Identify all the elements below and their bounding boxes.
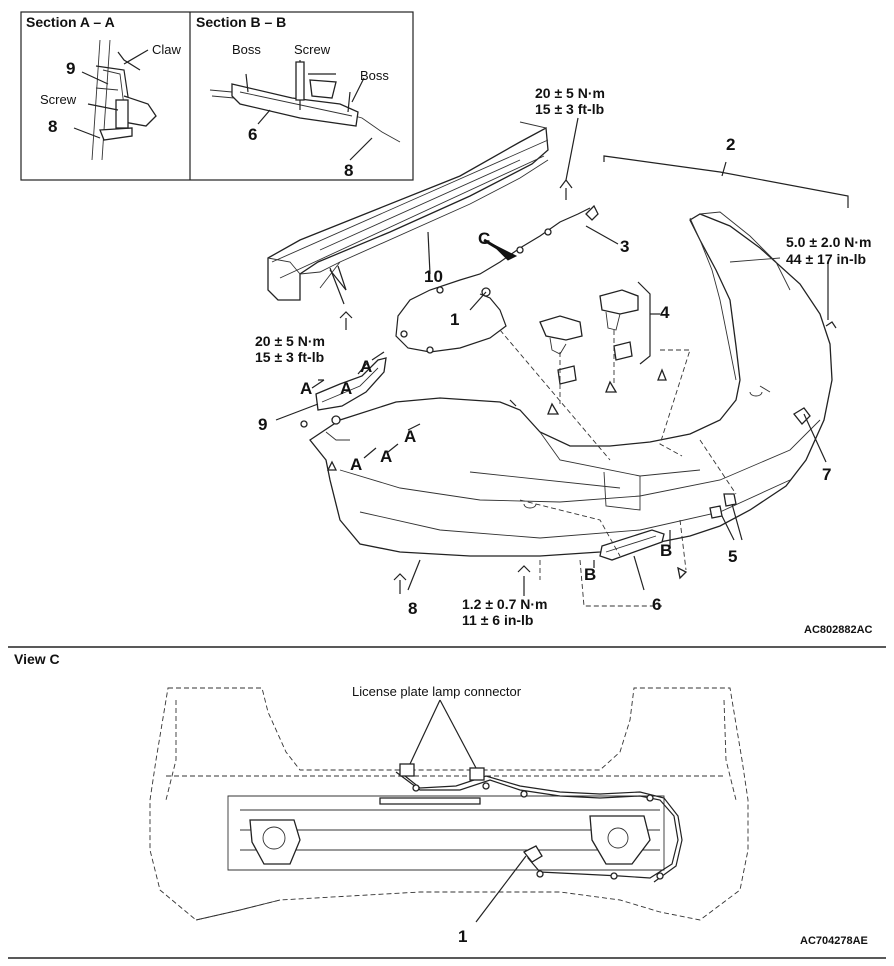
marker-a-3: A bbox=[360, 357, 372, 376]
callout-9: 9 bbox=[258, 415, 267, 434]
callout-8: 8 bbox=[408, 599, 417, 618]
inset-frame bbox=[20, 11, 414, 181]
callout-1: 1 bbox=[450, 310, 459, 329]
side-clip bbox=[793, 407, 827, 463]
section-b-callout-6: 6 bbox=[248, 125, 257, 144]
torque-1-imperial: 15 ± 3 ft-lb bbox=[535, 101, 604, 117]
license-plate-lamp-connector-label: License plate lamp connector bbox=[352, 684, 522, 699]
marker-b-2: B bbox=[660, 541, 672, 560]
figure-code-bottom: AC704278AE bbox=[800, 935, 868, 947]
torque-2-metric: 5.0 ± 2.0 N·m bbox=[786, 234, 872, 250]
section-inset bbox=[20, 11, 414, 181]
torque-1-metric: 20 ± 5 N·m bbox=[535, 85, 605, 101]
bumper-reinforcement bbox=[267, 121, 549, 305]
view-c-bumper bbox=[149, 687, 749, 921]
marker-b-1: B bbox=[584, 565, 596, 584]
section-b-boss-right: Boss bbox=[360, 68, 389, 83]
claw-label: Claw bbox=[152, 42, 182, 57]
torque-4-metric: 1.2 ± 0.7 N·m bbox=[462, 596, 548, 612]
side-bracket bbox=[275, 357, 387, 441]
callout-6: 6 bbox=[652, 595, 661, 614]
section-a-callout-8: 8 bbox=[48, 117, 57, 136]
section-b-callout-8: 8 bbox=[344, 161, 353, 180]
torque-4-imperial: 11 ± 6 in-lb bbox=[462, 612, 533, 628]
view-c-title: View C bbox=[14, 651, 60, 667]
callout-4: 4 bbox=[660, 303, 670, 322]
group-bracket bbox=[329, 117, 849, 596]
section-b-title: Section B – B bbox=[196, 14, 286, 30]
clips bbox=[709, 493, 743, 541]
callout-c: C bbox=[478, 229, 490, 248]
marker-a-2: A bbox=[340, 379, 352, 398]
torque-2-imperial: 44 ± 17 in-lb bbox=[786, 251, 866, 267]
torque-3-imperial: 15 ± 3 ft-lb bbox=[255, 349, 324, 365]
callout-3: 3 bbox=[620, 237, 629, 256]
view-c-arrow bbox=[483, 238, 518, 261]
marker-a-5: A bbox=[350, 455, 362, 474]
marker-a-4: A bbox=[404, 427, 416, 446]
bumper-face bbox=[309, 211, 833, 557]
marker-a-6: A bbox=[380, 447, 392, 466]
torque-3-metric: 20 ± 5 N·m bbox=[255, 333, 325, 349]
figure-code-top: AC802882AC bbox=[804, 624, 873, 636]
marker-a-1: A bbox=[300, 379, 312, 398]
projection-lines bbox=[499, 329, 737, 607]
bolts bbox=[326, 179, 837, 594]
section-b-drawing bbox=[209, 60, 401, 161]
view-c-leaders bbox=[409, 699, 527, 923]
callout-5: 5 bbox=[728, 547, 737, 566]
section-a-drawing bbox=[73, 39, 157, 161]
license-lamp-bar bbox=[599, 529, 665, 591]
callout-10: 10 bbox=[424, 267, 443, 286]
view-c-callout-1: 1 bbox=[458, 927, 467, 946]
section-a-callout-9: 9 bbox=[66, 59, 75, 78]
callout-2: 2 bbox=[726, 135, 735, 154]
callout-7: 7 bbox=[822, 465, 831, 484]
section-a-screw-label: Screw bbox=[40, 92, 77, 107]
view-c-harness bbox=[395, 763, 683, 883]
section-a-title: Section A – A bbox=[26, 14, 115, 30]
mounting-brackets bbox=[539, 281, 660, 385]
section-b-boss-left: Boss bbox=[232, 42, 261, 57]
section-b-screw-label: Screw bbox=[294, 42, 331, 57]
section-markers bbox=[311, 351, 671, 568]
